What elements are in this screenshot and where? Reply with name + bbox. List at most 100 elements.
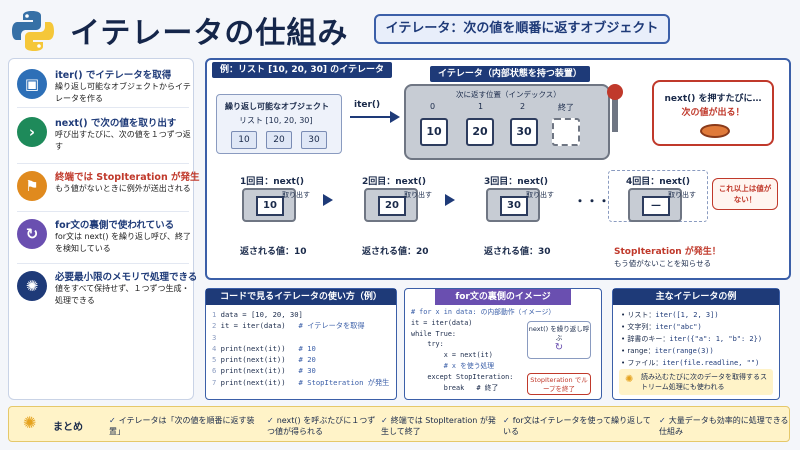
divider bbox=[17, 211, 189, 212]
machine-slot-empty bbox=[552, 118, 580, 146]
iter-arrow bbox=[350, 116, 392, 118]
example-label: • ファイル： bbox=[621, 359, 663, 367]
bubble-line: 次の値が出る！ bbox=[681, 108, 745, 118]
code-comment: # 20 bbox=[298, 355, 316, 365]
panel-title: コードで見るイテレータの使い方（例） bbox=[206, 289, 396, 305]
example-item: • 辞書のキー：iter({"a": 1, "b": 2}) bbox=[621, 333, 762, 345]
summary-label: まとめ bbox=[53, 422, 83, 433]
mini-machine: 20 bbox=[364, 188, 418, 222]
example-item: • range：iter(range(3)) bbox=[621, 345, 762, 357]
iter-call-label: iter() bbox=[354, 100, 381, 110]
example-code: iter("abc") bbox=[655, 323, 702, 331]
step-arrow bbox=[445, 194, 455, 206]
python-logo-icon bbox=[10, 8, 56, 54]
line-number: 3 bbox=[212, 332, 221, 342]
return-value: 返される値：30 bbox=[484, 247, 551, 257]
example-code: iter(range(3)) bbox=[654, 347, 714, 355]
step-value: 10 bbox=[256, 196, 284, 216]
key-point-heading: iter() でイテレータを取得 bbox=[55, 70, 172, 81]
key-point-text: for文は next() を繰り返し呼び、終了を検知している bbox=[55, 232, 192, 253]
line-number: 4 bbox=[212, 343, 221, 353]
code-text: it = iter(data) bbox=[220, 321, 299, 331]
step-label: 1回目：next() bbox=[239, 177, 305, 187]
iterable-value: 10 bbox=[231, 131, 257, 149]
step-3: 3回目：next() 30 取り出す bbox=[470, 174, 562, 222]
code-line: it = iter(data) bbox=[411, 318, 473, 327]
note-text: 読み込むたびに次のデータを取得するストリーム処理にも使われる bbox=[641, 373, 767, 391]
index-label: 2 bbox=[520, 102, 526, 111]
return-value: 返される値：20 bbox=[362, 247, 429, 257]
examples-note: ✺ 読み込むたびに次のデータを取得するストリーム処理にも使われる bbox=[619, 369, 773, 395]
iterator-machine: 次に返す位置（インデックス） 0 1 2 終了 10 20 30 bbox=[404, 84, 610, 160]
example-item: • ファイル：iter(file.readline, "") bbox=[621, 357, 762, 369]
code-text: print(next(it)) bbox=[220, 343, 299, 353]
examples-panel: 主なイテレータの例 • リスト：iter([1, 2, 3])• 文字列：ite… bbox=[612, 288, 780, 400]
summary-text: 大量データも効率的に処理できる仕組み bbox=[659, 416, 789, 436]
summary-text: 終端では StopIteration が発生して終了 bbox=[381, 416, 496, 436]
no-more-bubble: これ以上は値がない！ bbox=[712, 178, 778, 210]
page-subtitle: イテレータ：次の値を順番に返すオブジェクト bbox=[374, 14, 670, 44]
loop-box: next() を繰り返し呼ぶ ↻ bbox=[527, 321, 591, 359]
code-line: 7 print(next(it)) # StopIteration が発生 bbox=[212, 377, 389, 388]
divider bbox=[17, 263, 189, 264]
machine-slot: 20 bbox=[466, 118, 494, 146]
code-comment: # StopIteration が発生 bbox=[298, 377, 390, 387]
example-code: iter([1, 2, 3]) bbox=[655, 311, 719, 319]
summary-item: ✓大量データも効率的に処理できる仕組み bbox=[659, 415, 789, 437]
code-line: while True: bbox=[411, 329, 457, 338]
lightbulb-icon: ✺ bbox=[17, 271, 47, 301]
key-point-heading: for文の裏側で使われている bbox=[55, 220, 175, 231]
code-comment: # 30 bbox=[298, 366, 316, 376]
machine-lever bbox=[612, 92, 618, 132]
stop-iteration-label: StopIteration が発生！ bbox=[614, 247, 721, 257]
iterable-object: 繰り返し可能なオブジェクト リスト [10, 20, 30] 10 20 30 bbox=[216, 94, 342, 154]
step-2: 2回目：next() 20 取り出す bbox=[348, 174, 440, 222]
code-line: except StopIteration: bbox=[411, 372, 514, 381]
code-block: 1 data = [10, 20, 30]2 it = iter(data) #… bbox=[212, 309, 389, 388]
push-button-icon[interactable] bbox=[700, 124, 730, 138]
panel-title: for文の裏側のイメージ bbox=[435, 289, 571, 305]
box-arrow-icon: ▣ bbox=[17, 69, 47, 99]
summary-text: next() を呼ぶたびに１つずつ値が得られる bbox=[267, 416, 376, 436]
loop-icon: ↻ bbox=[17, 219, 47, 249]
line-number: 5 bbox=[212, 355, 221, 365]
summary-text: for文はイテレータを使って繰り返している bbox=[503, 416, 651, 436]
example-code: iter(file.readline, "") bbox=[662, 359, 760, 367]
code-line: 2 it = iter(data) # イテレータを取得 bbox=[212, 320, 389, 331]
example-item: • リスト：iter([1, 2, 3]) bbox=[621, 309, 762, 321]
flag-icon: ⚑ bbox=[17, 171, 47, 201]
iterable-value: 30 bbox=[301, 131, 327, 149]
code-line: 6 print(next(it)) # 30 bbox=[212, 365, 389, 376]
take-label: 取り出す bbox=[668, 191, 696, 199]
iterable-list: リスト [10, 20, 30] bbox=[239, 116, 313, 125]
example-label: • 文字列： bbox=[621, 323, 656, 331]
summary-item: ✓next() を呼ぶたびに１つずつ値が得られる bbox=[267, 415, 377, 437]
ellipsis: ・・・ bbox=[574, 194, 611, 208]
machine-header: 次に返す位置（インデックス） bbox=[456, 90, 561, 99]
take-label: 取り出す bbox=[282, 191, 310, 199]
summary-item: ✓終端では StopIteration が発生して終了 bbox=[381, 415, 499, 437]
key-point-heading: 終端では StopIteration が発生 bbox=[55, 172, 200, 183]
check-icon: ✓ bbox=[381, 416, 388, 425]
step-label: 2回目：next() bbox=[361, 177, 427, 187]
summary-footer: ✺ まとめ ✓イテレータは「次の値を順番に返す装置」 ✓next() を呼ぶたび… bbox=[8, 406, 790, 442]
line-number: 6 bbox=[212, 366, 221, 376]
next-arrow-icon: › bbox=[17, 117, 47, 147]
stop-box: StopIteration でループを終了 bbox=[527, 373, 591, 395]
step-label: 4回目：next() bbox=[625, 177, 691, 187]
code-text: print(next(it)) bbox=[220, 355, 299, 365]
summary-text: イテレータは「次の値を順番に返す装置」 bbox=[109, 416, 255, 436]
check-icon: ✓ bbox=[267, 416, 274, 425]
code-text: print(next(it)) bbox=[220, 366, 299, 376]
key-point-text: 繰り返し可能なオブジェクトからイテレータを作る bbox=[55, 82, 191, 103]
code-block: # for x in data: の内部動作（イメージ）it = iter(da… bbox=[411, 307, 555, 393]
code-text: print(next(it)) bbox=[220, 377, 299, 387]
key-point-heading: next() で次の値を取り出す bbox=[55, 118, 177, 129]
key-point-heading: 必要最小限のメモリで処理できる bbox=[55, 272, 198, 283]
index-label: 終了 bbox=[558, 103, 574, 112]
index-label: 1 bbox=[478, 102, 484, 111]
bubble-line: next() を押すたびに… bbox=[664, 94, 762, 104]
step-value: 20 bbox=[378, 196, 406, 216]
code-comment: # イテレータを取得 bbox=[298, 321, 365, 331]
for-loop-panel: for文の裏側のイメージ # for x in data: の内部動作（イメージ… bbox=[404, 288, 602, 400]
